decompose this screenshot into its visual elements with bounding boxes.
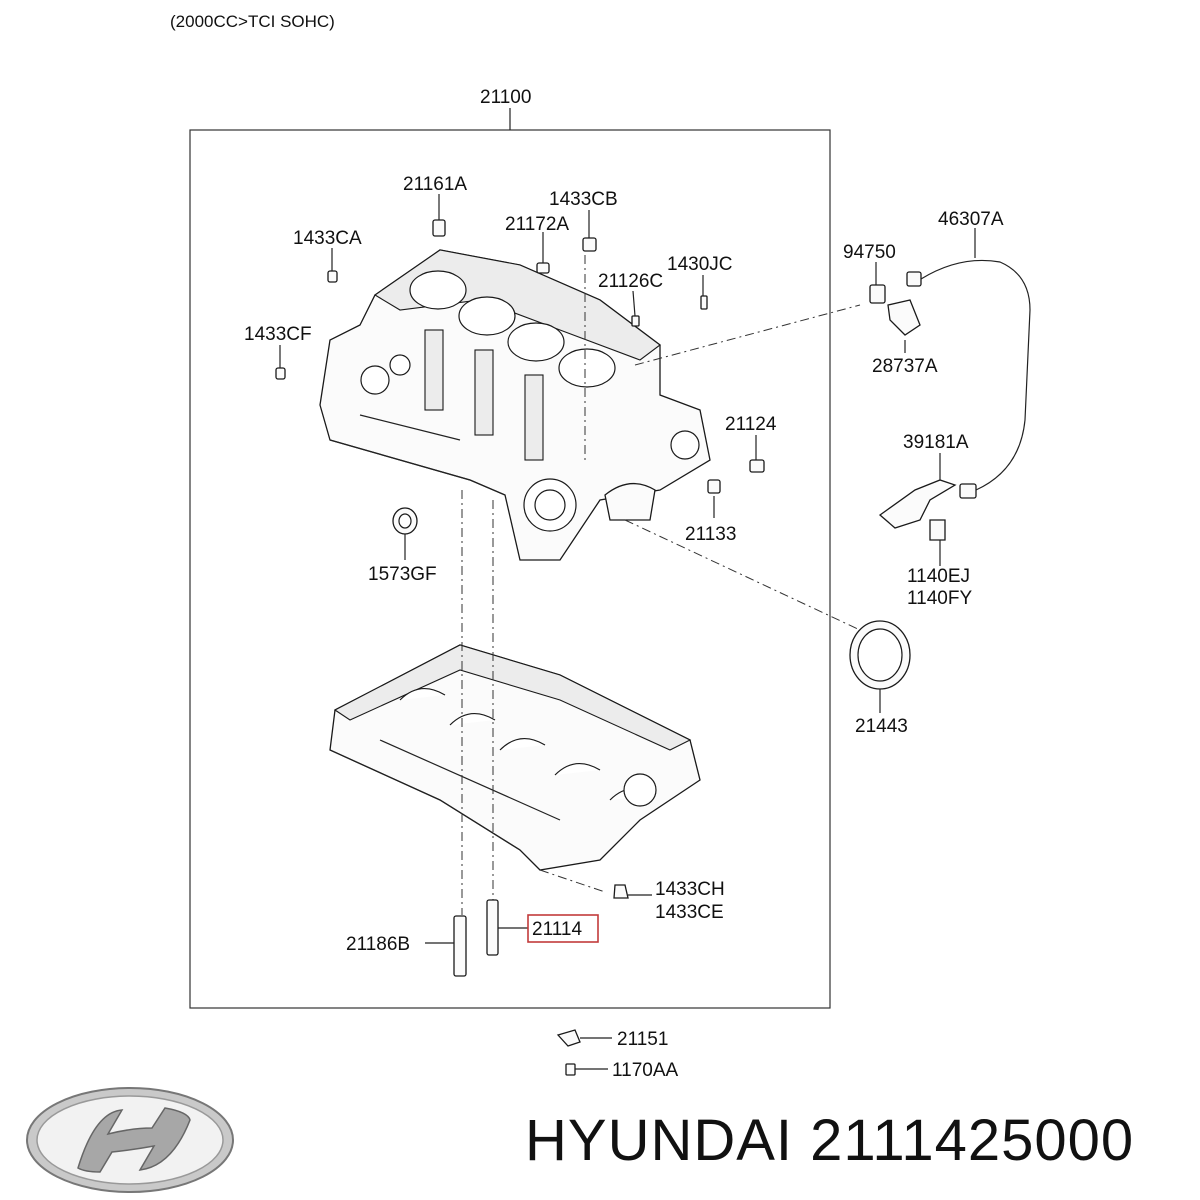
highlight-box xyxy=(527,914,599,943)
hyundai-logo-icon xyxy=(26,1087,234,1193)
callout-21443: 21443 xyxy=(855,716,908,737)
callout-21172A: 21172A xyxy=(505,214,569,235)
part-number: 2111425000 xyxy=(810,1108,1135,1173)
callout-46307A: 46307A xyxy=(938,209,1004,230)
callout-21151: 21151 xyxy=(617,1029,668,1050)
callout-28737A: 28737A xyxy=(872,356,938,377)
callout-1573GF: 1573GF xyxy=(368,564,437,585)
callout-94750: 94750 xyxy=(843,242,896,263)
assembly-number-label: 21100 xyxy=(480,87,531,108)
callout-1430JC: 1430JC xyxy=(667,254,733,275)
footer-brand-line: HYUNDAI 2111425000 xyxy=(525,1108,1134,1174)
callout-1433CE: 1433CE xyxy=(655,902,724,923)
engine-spec-label: (2000CC>TCI SOHC) xyxy=(170,12,335,31)
callout-1170AA: 1170AA xyxy=(612,1060,679,1081)
callout-1433CH: 1433CH xyxy=(655,879,725,900)
callout-21114: 21114 xyxy=(532,919,582,940)
callout-1433CA: 1433CA xyxy=(293,228,362,249)
callout-21126C: 21126C xyxy=(598,271,663,292)
callout-21186B: 21186B xyxy=(346,934,410,955)
callout-21124: 21124 xyxy=(725,414,777,435)
callout-1140EJ: 1140EJ xyxy=(907,566,970,587)
brand-name: HYUNDAI xyxy=(525,1108,794,1173)
dowel-pin-shape xyxy=(432,219,446,237)
cylinder-block-lower xyxy=(329,644,701,871)
callout-1433CB: 1433CB xyxy=(549,189,618,210)
callout-21133: 21133 xyxy=(685,524,736,545)
callout-1433CF: 1433CF xyxy=(244,324,312,345)
callout-1140FY: 1140FY xyxy=(907,588,972,609)
callout-21161A: 21161A xyxy=(403,174,467,195)
callout-39181A: 39181A xyxy=(903,432,969,453)
assembly-frame xyxy=(189,129,831,1009)
cylinder-block-upper xyxy=(319,249,711,561)
